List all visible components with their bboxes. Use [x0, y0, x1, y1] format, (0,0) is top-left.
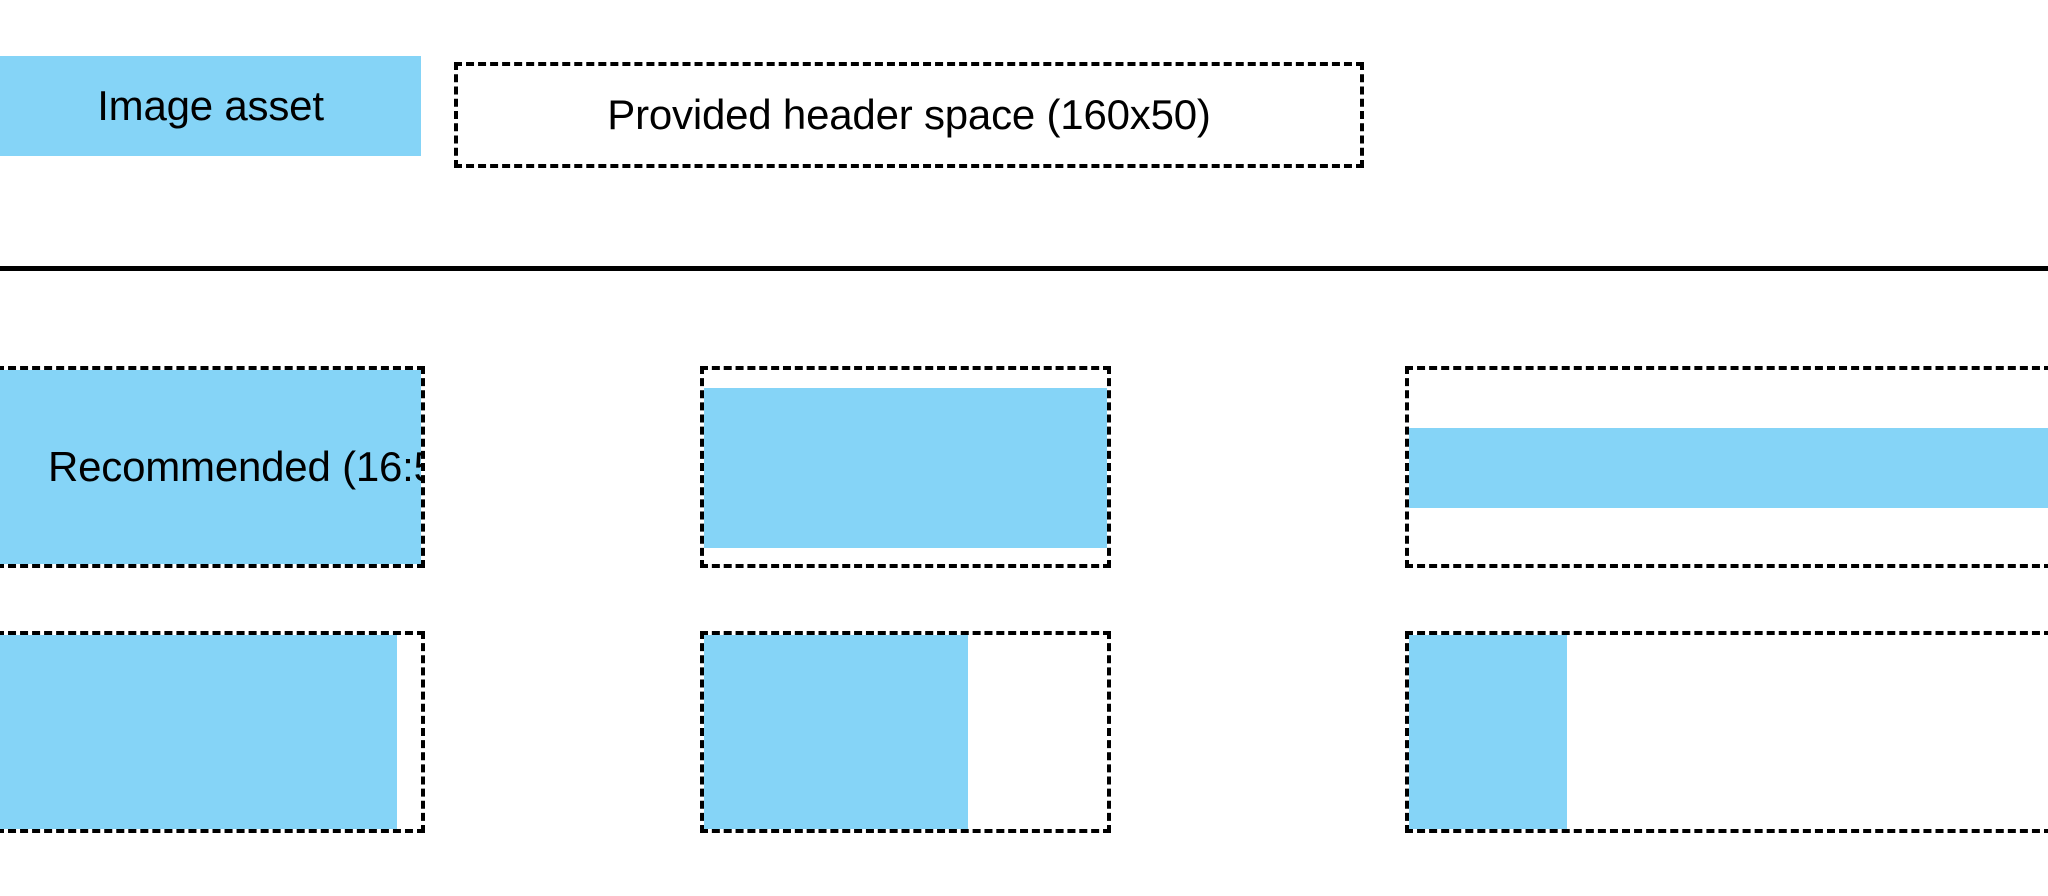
asset-fill-r2c2 [704, 635, 968, 829]
legend-header: Image asset Provided header space (160x5… [0, 0, 2048, 271]
ratio-cell-r2c3 [1405, 631, 2048, 833]
asset-fill-r2c1 [0, 635, 397, 829]
asset-fill-r1c1 [0, 370, 421, 564]
ratio-cell-r1c3 [1405, 366, 2048, 568]
provided-header-space-box: Provided header space (160x50) [454, 62, 1364, 168]
image-asset-legend-label: Image asset [97, 82, 324, 129]
recommended-ratio-label: Recommended (16:5) [48, 443, 425, 490]
ratio-cell-r1c1: Recommended (16:5) [0, 366, 425, 568]
asset-fill-r1c2 [704, 388, 1107, 548]
ratio-cell-r2c2 [700, 631, 1111, 833]
asset-fill-r2c3 [1409, 635, 1567, 829]
asset-fill-r1c3 [1409, 428, 2048, 508]
ratio-cell-r1c2 [700, 366, 1111, 568]
ratio-cell-r2c1 [0, 631, 425, 833]
image-asset-legend-swatch: Image asset [0, 56, 421, 156]
provided-header-space-label: Provided header space (160x50) [607, 91, 1211, 138]
section-divider [0, 266, 2048, 271]
